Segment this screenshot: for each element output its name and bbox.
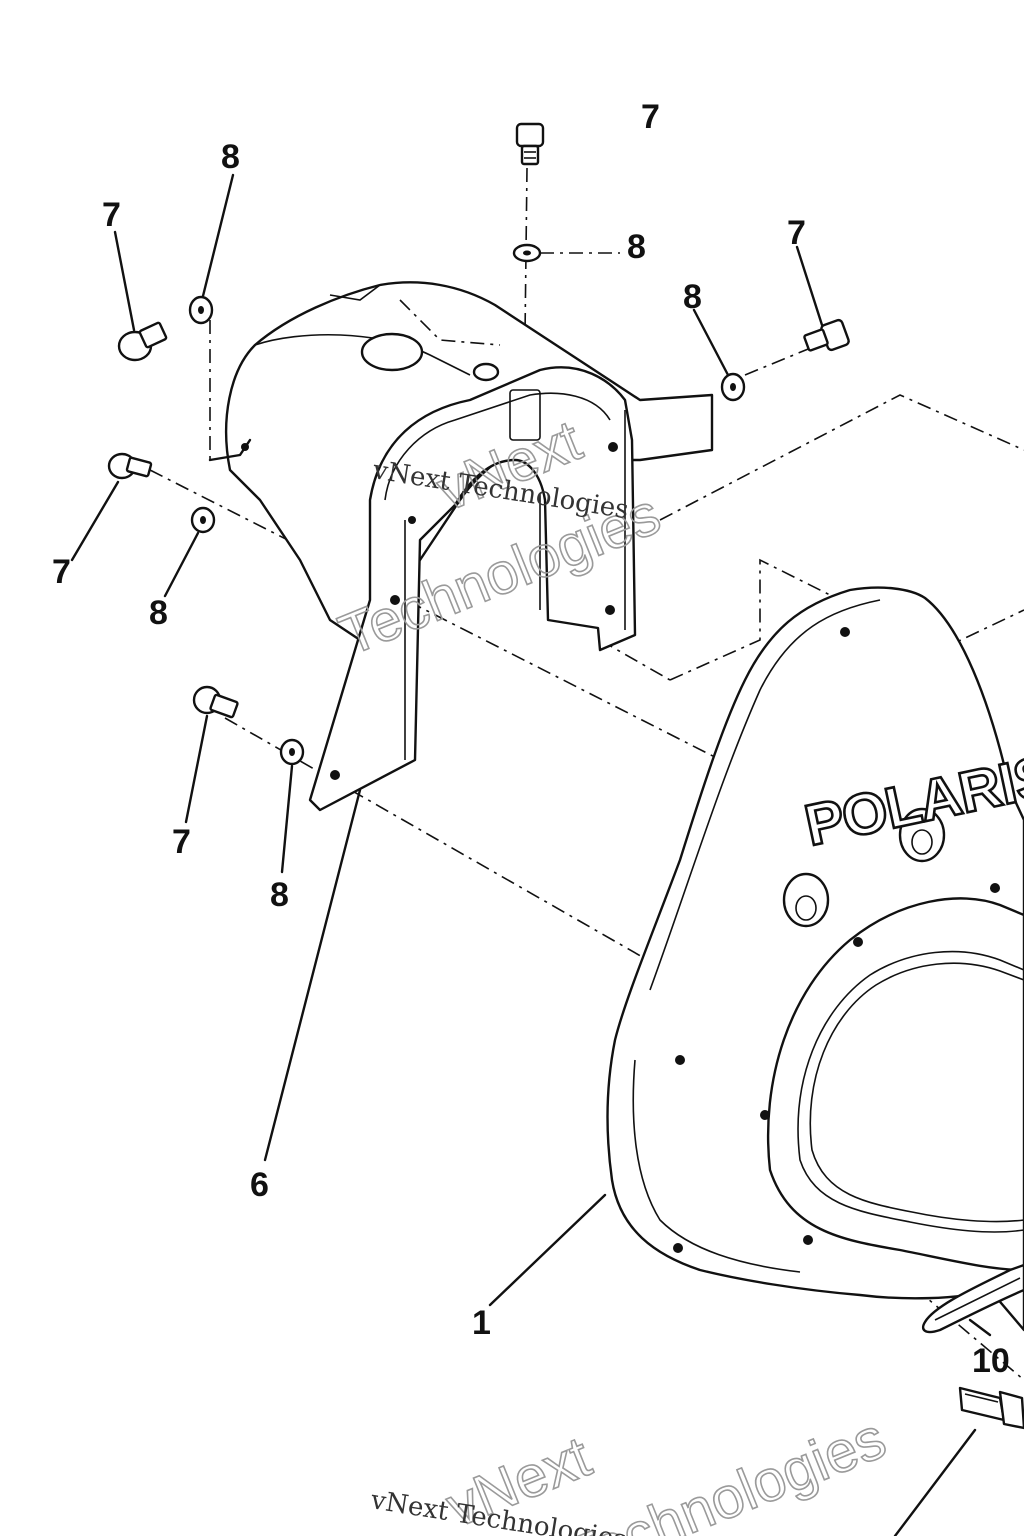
callout-top-bolt: 7 [641,98,660,136]
callout-mid-left-washer: 8 [149,594,168,632]
fan-housing: POLARIS [606,586,1024,1332]
callout-labels: 7 8 7 8 8 7 7 8 7 8 6 1 10 [52,98,1010,1380]
callout-gasket: 10 [972,1342,1010,1380]
boss-lower [782,872,830,928]
callout-bracket: 6 [250,1166,269,1204]
callout-lower-left-bolt: 7 [172,823,191,861]
callout-upper-left-bolt: 7 [102,196,121,234]
callout-mid-left-bolt: 7 [52,553,71,591]
bolt-top [515,122,545,166]
front-bracket [308,366,637,812]
bolt-upper-left [117,321,168,362]
long-bolt [958,1386,1024,1430]
gasket-strip [921,1263,1024,1334]
washer-mid-left [190,506,216,534]
boss-upper [898,807,946,863]
washer-right [720,372,746,402]
washer-top [512,243,542,263]
washer-upper-left [188,295,214,325]
watermark-lower: vNext Technologies vNext Technologies [368,1404,895,1536]
callout-top-washer: 8 [627,228,646,266]
washer-lower-left [279,738,305,766]
callout-upper-left-washer: 8 [221,138,240,176]
bolt-mid-left [107,452,153,480]
callout-right-bolt: 7 [787,214,806,252]
callout-right-washer: 8 [683,278,702,316]
leader-lines [70,173,992,1536]
callout-lower-left-washer: 8 [270,876,289,914]
bolt-lower-left [192,685,239,719]
bolt-right [803,318,850,352]
callout-housing: 1 [472,1304,491,1342]
watermark-ghost-4: Technologies [556,1405,894,1536]
